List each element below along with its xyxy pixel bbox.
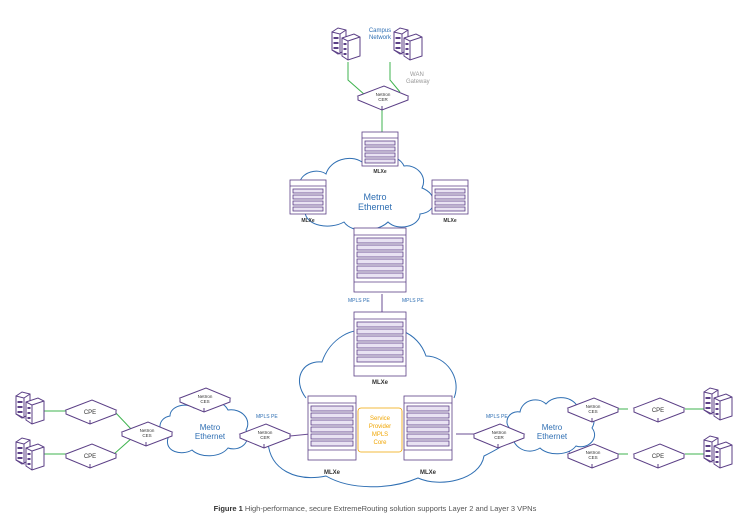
mlxe-pe-upper [353,227,407,293]
mlxe-label: MLXe [324,470,341,476]
svg-text:CES: CES [588,455,597,460]
svg-text:CES: CES [142,433,151,438]
svg-text:CPE: CPE [84,410,96,416]
mlxe-right [431,179,469,215]
svg-text:CER: CER [494,435,504,440]
svg-text:NetIron: NetIron [586,450,601,455]
sp-core-box: Service Provider MPLS Core [357,407,403,453]
wan-gateway-label: Gateway [406,79,430,85]
server-icon [703,435,733,469]
metro-ethernet-label: Metro [542,423,563,432]
mpls-pe-label: MPLS PE [402,298,424,304]
server-icon [15,391,45,425]
router-left-cer: NetIron CER [239,423,291,449]
metro-ethernet-label: Metro [200,423,221,432]
cpe-left-1: CPE [65,399,117,425]
svg-text:CER: CER [260,435,270,440]
mlxe-label: MLXe [301,218,315,224]
svg-text:Core: Core [373,440,387,446]
server-icon [15,437,45,471]
mlxe-left [289,179,327,215]
figure-caption: Figure 1 High-performance, secure Extrem… [0,504,750,513]
mlxe-core-right [403,395,453,461]
campus-network-label: Campus [369,28,391,34]
svg-text:NetIron: NetIron [586,404,601,409]
wan-gateway-label: WAN [410,72,424,78]
router-cloud-ces: NetIron CES [179,387,231,413]
metro-ethernet-label: Ethernet [358,202,393,212]
mpls-pe-label: MPLS PE [256,414,278,420]
svg-text:NetIron: NetIron [492,430,507,435]
svg-text:CPE: CPE [652,454,664,460]
metro-ethernet-label: Metro [363,192,386,202]
svg-text:NetIron: NetIron [258,430,273,435]
svg-text:CPE: CPE [84,454,96,460]
campus-network-label: Network [369,35,392,41]
metro-ethernet-label: Ethernet [537,432,568,441]
mlxe-label: MLXe [443,218,457,224]
mlxe-pe-lower [353,311,407,377]
router-top: NetIron CER [357,85,409,111]
svg-text:NetIron: NetIron [376,92,391,97]
mlxe-label: MLXe [420,470,437,476]
router-right-ces-2: NetIron CES [567,443,619,469]
mlxe-label: MLXe [373,169,387,175]
svg-text:MPLS: MPLS [372,432,388,438]
mlxe-label: MLXe [372,380,389,386]
svg-text:NetIron: NetIron [198,394,213,399]
metro-ethernet-label: Ethernet [195,432,226,441]
router-right-ces-1: NetIron CES [567,397,619,423]
mlxe-top [361,131,399,167]
router-right-cer: NetIron CER [473,423,525,449]
mpls-pe-label: MPLS PE [348,298,370,304]
cpe-right-1: CPE [633,397,685,423]
svg-text:Service: Service [370,416,391,422]
svg-text:NetIron: NetIron [140,428,155,433]
server-icon [331,27,361,61]
router-left-ces: NetIron CES [121,421,173,447]
figure-caption-text: High-performance, secure ExtremeRouting … [242,504,537,513]
mpls-pe-label: MPLS PE [486,414,508,420]
cpe-left-2: CPE [65,443,117,469]
server-icon [393,27,423,61]
svg-text:CES: CES [588,409,597,414]
svg-text:CPE: CPE [652,408,664,414]
svg-text:CES: CES [200,399,209,404]
server-icon [703,387,733,421]
mlxe-core-left [307,395,357,461]
svg-text:CER: CER [378,97,388,102]
svg-text:Provider: Provider [369,424,391,430]
cpe-right-2: CPE [633,443,685,469]
metro-ethernet-cloud-left [159,400,249,457]
figure-number: Figure 1 [213,504,243,513]
